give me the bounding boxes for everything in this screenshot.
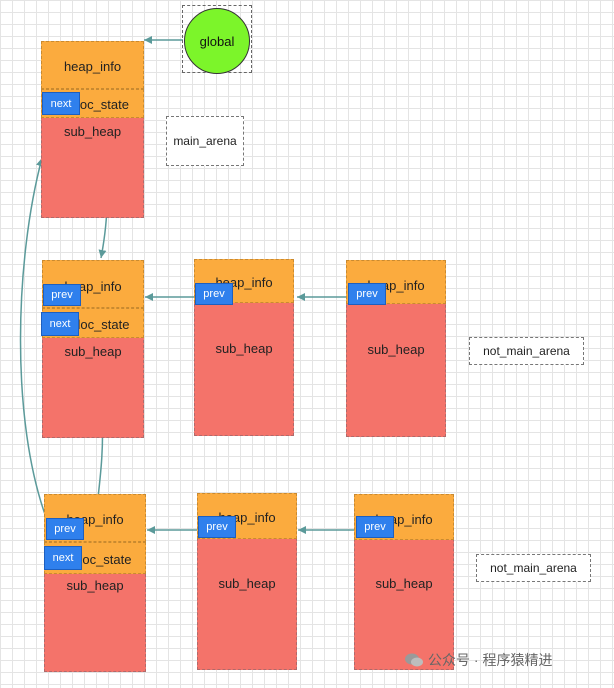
- sub-heap-label: sub_heap: [63, 124, 122, 139]
- prev-pointer: prev: [356, 516, 394, 538]
- prev-pointer: prev: [195, 283, 233, 305]
- next-pointer: next: [41, 312, 79, 336]
- sub-heap-label: sub_heap: [215, 341, 273, 356]
- sub-heap-label: sub_heap: [66, 578, 124, 593]
- sub-heap-label: sub_heap: [367, 342, 425, 357]
- watermark-text: 公众号 · 程序猿精进: [428, 652, 553, 668]
- heap-info-main-1: [41, 41, 144, 89]
- heap-info-label: heap_info: [63, 59, 122, 74]
- watermark: 公众号 · 程序猿精进: [404, 650, 552, 670]
- arrow-prev-heap3-to-heap1: [19, 157, 48, 521]
- note-not-main-arena-1: not_main_arena: [469, 337, 584, 365]
- prev-pointer: prev: [46, 518, 84, 540]
- prev-pointer: prev: [348, 283, 386, 305]
- sub-heap-label: sub_heap: [218, 576, 276, 591]
- next-pointer: next: [42, 92, 80, 115]
- sub-heap-label: sub_heap: [375, 576, 433, 591]
- prev-pointer: prev: [43, 284, 81, 306]
- global-node: global: [184, 8, 250, 74]
- global-label: global: [199, 33, 235, 49]
- sub-heap-label: sub_heap: [64, 344, 122, 359]
- next-pointer: next: [44, 546, 82, 570]
- prev-pointer: prev: [198, 516, 236, 538]
- wechat-icon: [405, 653, 423, 667]
- note-not-main-arena-2: not_main_arena: [476, 554, 591, 582]
- note-main-arena: main_arena: [166, 116, 244, 166]
